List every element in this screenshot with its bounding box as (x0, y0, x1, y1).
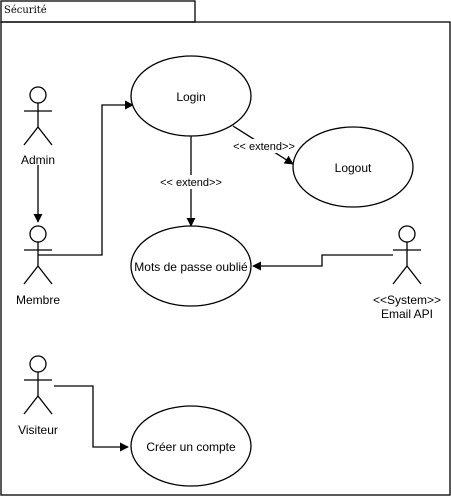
use-case-create-account[interactable]: Créer un compte (130, 405, 252, 487)
actor-membre-label: Membre (16, 293, 60, 307)
stick-figure-icon (23, 86, 53, 146)
actor-email-api-stereotype: <<System>> (373, 293, 441, 307)
stick-figure-icon (392, 225, 422, 285)
actor-admin[interactable]: Admin (21, 86, 55, 167)
extend-logout-bg (231, 139, 297, 153)
stick-figure-icon (23, 225, 53, 285)
actor-email-api-label: Email API (381, 307, 433, 321)
extend-forgot-bg (158, 175, 224, 189)
actor-membre[interactable]: Membre (16, 225, 60, 307)
actor-visiteur-label: Visiteur (18, 423, 58, 437)
package-tab (0, 0, 196, 23)
membre-login-association (38, 100, 134, 256)
extend-forgot-label: << extend>> (160, 177, 222, 189)
visiteur-create-association (54, 385, 129, 452)
stick-figure-icon (23, 355, 53, 415)
use-case-logout[interactable]: Logout (292, 126, 414, 208)
actor-email-api[interactable]: <<System>> Email API (373, 225, 441, 321)
use-case-login-label: Login (176, 90, 205, 104)
actor-visiteur[interactable]: Visiteur (18, 355, 58, 437)
package-title: Sécurité (4, 5, 47, 16)
extend-logout-label: << extend>> (233, 141, 295, 153)
use-case-create-account-label: Créer un compte (146, 440, 236, 454)
use-case-forgot-password[interactable]: Mots de passe oublié (130, 225, 252, 307)
use-case-forgot-password-label: Mots de passe oublié (134, 260, 248, 274)
use-case-logout-label: Logout (335, 161, 372, 175)
actor-admin-label: Admin (21, 153, 55, 167)
use-case-login[interactable]: Login (130, 55, 252, 137)
emailapi-forgot-association (252, 254, 393, 271)
